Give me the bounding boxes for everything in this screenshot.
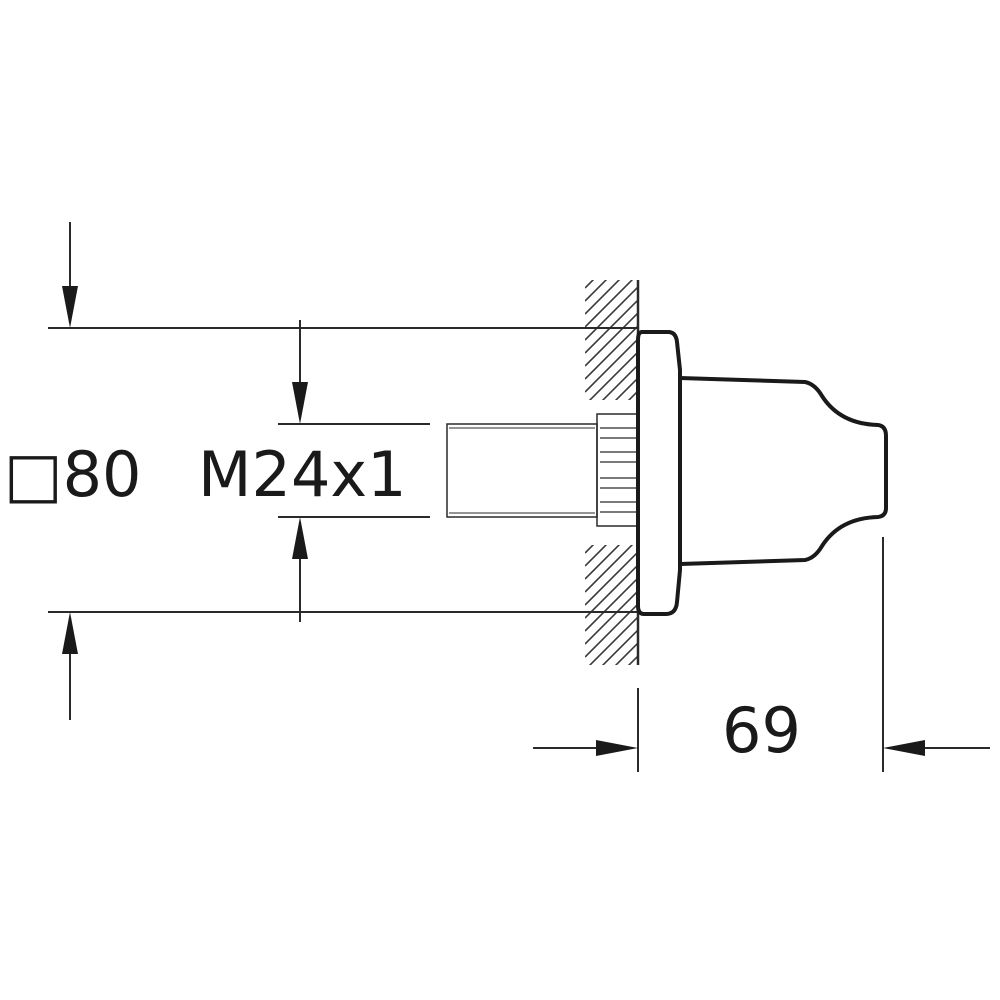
hatch-line	[627, 390, 637, 400]
hatch-line	[585, 325, 637, 380]
hatch-line	[585, 577, 637, 632]
hatch-line	[585, 693, 640, 748]
thread-dimension-arrows	[292, 320, 308, 622]
hatch-line	[588, 351, 637, 400]
hatch-line	[585, 312, 637, 367]
wall-hatching-top	[585, 220, 640, 483]
hatch-line	[585, 590, 637, 645]
thread-label: M24x1	[198, 438, 407, 511]
hatch-line	[585, 280, 608, 302]
hatch-line	[585, 280, 595, 289]
threaded-spindle	[446, 423, 598, 518]
square-size-label: □80	[4, 438, 141, 511]
hatch-line	[585, 220, 640, 275]
hatch-line	[601, 364, 637, 400]
hatch-line	[585, 402, 640, 457]
hatch-line	[585, 280, 634, 328]
hatch-line	[585, 299, 637, 354]
depth-label: 69	[722, 694, 801, 767]
hatch-line	[585, 667, 640, 722]
hatch-line	[588, 616, 637, 665]
cover-plate	[636, 330, 682, 616]
hatch-line	[585, 564, 637, 619]
hatch-line	[601, 629, 637, 665]
hatch-line	[585, 545, 608, 567]
hatch-line	[627, 655, 637, 665]
spline-segment	[596, 413, 639, 527]
hatch-line	[585, 280, 621, 315]
depth-dimension-arrows	[533, 740, 990, 756]
hatch-line	[585, 428, 640, 483]
hatch-line	[585, 338, 637, 393]
wall-hatching-bottom	[585, 545, 640, 748]
hatch-line	[585, 680, 640, 735]
hatch-line	[585, 551, 637, 606]
handle-knob	[678, 376, 888, 566]
hatch-line	[614, 377, 637, 400]
hatch-line	[585, 545, 621, 580]
hatch-line	[585, 545, 634, 593]
square-dimension-arrows	[62, 222, 78, 720]
hatch-line	[585, 286, 637, 341]
hatch-line	[614, 642, 637, 665]
